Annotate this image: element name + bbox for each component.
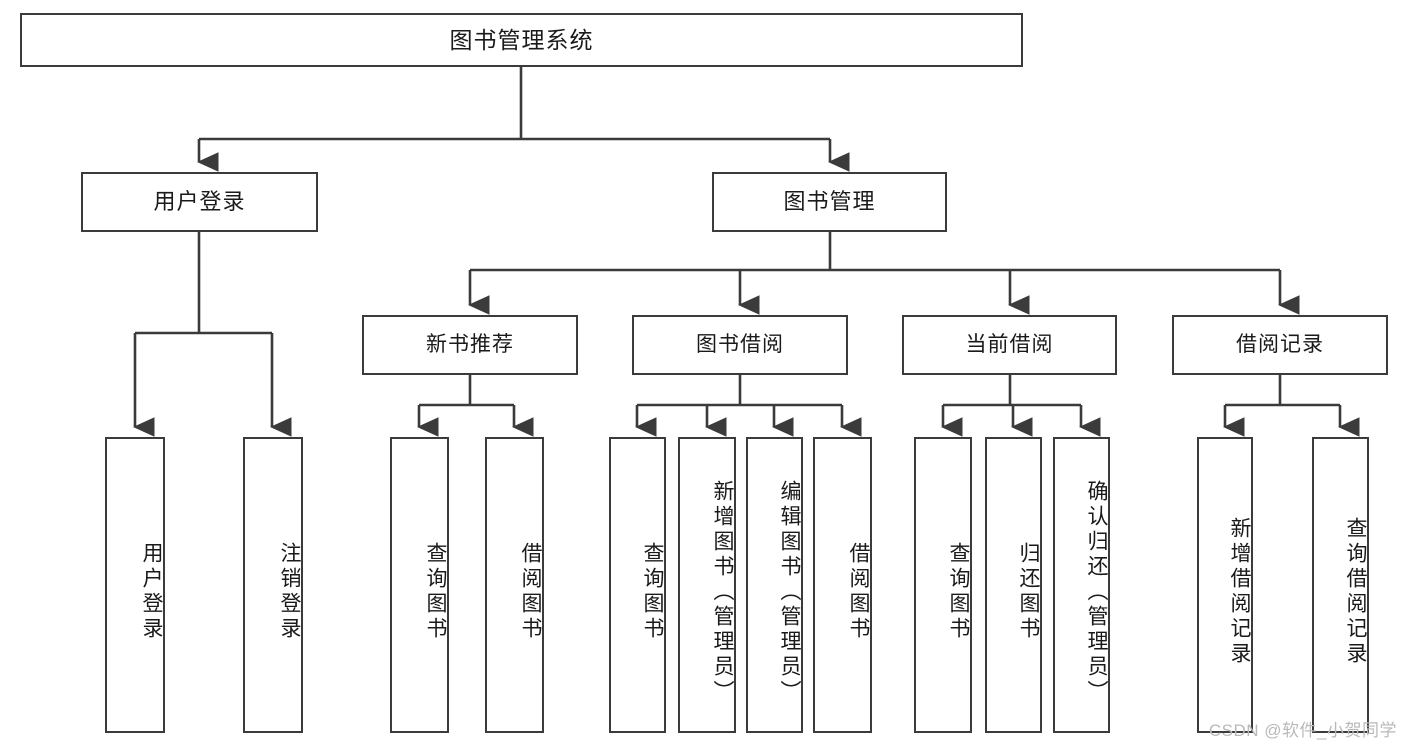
node-label: 图书管理系统 (449, 26, 594, 53)
node-label: 当前借阅 (965, 332, 1054, 356)
node-label: 归还图书 (1017, 542, 1040, 642)
leaf-query-borrowing-record[interactable]: 查询借阅记录 (1312, 437, 1369, 733)
node-label: 新书推荐 (426, 332, 514, 356)
leaf-add-borrowing-record[interactable]: 新增借阅记录 (1197, 437, 1253, 733)
node-label: 查询图书 (424, 542, 447, 642)
leaf-logout[interactable]: 注销登录 (243, 437, 303, 733)
node-label: 用户登录 (153, 189, 246, 215)
leaf-return-books[interactable]: 归还图书 (985, 437, 1042, 733)
node-label: 借阅记录 (1236, 332, 1324, 356)
csdn-watermark: CSDN @软件_小贺同学 (1208, 721, 1397, 740)
node-new-book-recommendation[interactable]: 新书推荐 (362, 315, 578, 375)
leaf-add-book-admin[interactable]: 新增图书（管理员） (678, 437, 736, 733)
leaf-user-login[interactable]: 用户登录 (105, 437, 165, 733)
node-label: 注销登录 (278, 542, 301, 642)
node-label: 确认归还（管理员） (1085, 479, 1108, 705)
node-user-login[interactable]: 用户登录 (81, 172, 318, 232)
node-book-borrowing[interactable]: 图书借阅 (632, 315, 848, 375)
node-label: 借阅图书 (847, 542, 870, 642)
node-label: 图书借阅 (696, 332, 784, 356)
node-label: 借阅图书 (519, 542, 542, 642)
node-current-borrowing[interactable]: 当前借阅 (902, 315, 1117, 375)
leaf-query-books-current[interactable]: 查询图书 (914, 437, 972, 733)
node-label: 用户登录 (140, 542, 163, 642)
leaf-borrow-books-borrowing[interactable]: 借阅图书 (813, 437, 872, 733)
leaf-confirm-return-admin[interactable]: 确认归还（管理员） (1053, 437, 1110, 733)
node-label: 查询借阅记录 (1344, 517, 1367, 667)
node-label: 新增图书（管理员） (711, 479, 734, 705)
leaf-edit-book-admin[interactable]: 编辑图书（管理员） (746, 437, 803, 733)
node-label: 查询图书 (641, 542, 664, 642)
node-label: 查询图书 (947, 542, 970, 642)
node-label: 图书管理 (783, 189, 876, 215)
node-root-book-management-system[interactable]: 图书管理系统 (20, 13, 1023, 67)
leaf-borrow-books-new-book[interactable]: 借阅图书 (485, 437, 544, 733)
leaf-query-books-new-book[interactable]: 查询图书 (390, 437, 449, 733)
leaf-query-books-borrowing[interactable]: 查询图书 (609, 437, 666, 733)
node-borrowing-records[interactable]: 借阅记录 (1172, 315, 1388, 375)
node-book-management[interactable]: 图书管理 (712, 172, 947, 232)
node-label: 新增借阅记录 (1228, 517, 1251, 667)
node-label: 编辑图书（管理员） (778, 479, 801, 705)
